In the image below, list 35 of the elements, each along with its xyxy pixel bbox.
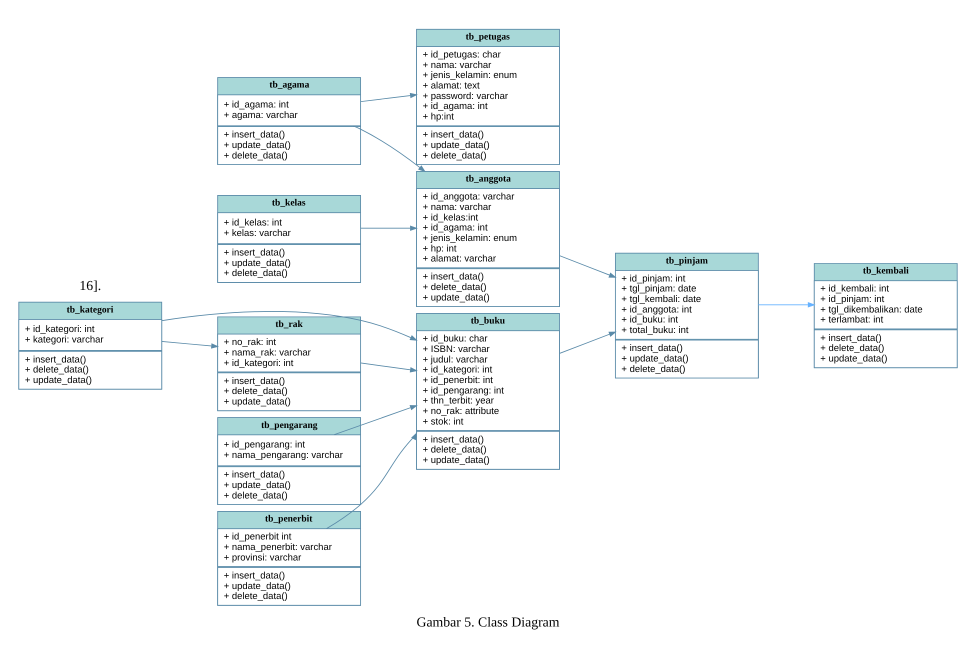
node-box: + insert_data() + update_data() + delete_data() bbox=[217, 244, 362, 283]
node-box: + insert_data() + update_data() + delete_data() bbox=[217, 566, 362, 606]
node-box: + id_kembali: int + id_pinjam: int + tgl_dikembalikan: date + terlambat: int bbox=[814, 280, 958, 330]
node-box: + insert_data() + delete_data() + update_data() bbox=[416, 268, 560, 307]
node-box: + id_pengarang: int + nama_pengarang: varchar bbox=[217, 434, 362, 466]
arrow bbox=[352, 125, 426, 172]
arrow bbox=[559, 332, 617, 354]
node-box: + id_penerbit int + nama_penerbit: varchar + provinsi: varchar bbox=[217, 528, 362, 567]
node-box: + no_rak: int + nama_rak: varchar + id_kategori: int bbox=[217, 334, 362, 372]
node-box: + insert_data() + delete_data() + update_data() bbox=[814, 329, 958, 368]
arrow bbox=[161, 341, 219, 349]
caption: Gambar 5. Class Diagram bbox=[416, 614, 560, 630]
node-box: + id_anggota: varchar + nama: varchar + id_kelas:int + id_agama: int + jenis_kelamin: enum + hp: int + alamat: varchar bbox=[416, 188, 560, 268]
arrow bbox=[161, 311, 418, 341]
node-box: + insert_data() + update_data() + delete_data() bbox=[217, 126, 362, 165]
node-box: + id_kategori: int + kategori: varchar bbox=[18, 319, 162, 351]
node-box: + id_buku: char + ISBN: varchar + judul: varchar + id_kategori: int + id_penerbit: int + id_pengarang: int + thn_terbit: year + no_rak: attribute + stok: int bbox=[416, 330, 560, 431]
node-box: + id_kelas: int + kelas: varchar bbox=[217, 212, 362, 244]
arrow bbox=[360, 362, 418, 373]
node-box: + insert_data() + delete_data() + update_data() bbox=[18, 350, 162, 390]
node-box: + insert_data() + update_data() + delete_data() bbox=[217, 466, 362, 505]
node-box: + insert_data() + update_data() + delete_data() bbox=[614, 340, 759, 378]
node-box: + insert_data() + delete_data() + update_data() bbox=[416, 430, 560, 470]
node-box: + id_petugas: char + nama: varchar + jenis_kelamin: enum + alamat: text + password: varchar + id_agama: int + hp:int bbox=[416, 46, 560, 126]
arrow bbox=[360, 92, 418, 102]
arrow bbox=[360, 225, 418, 231]
arrow bbox=[758, 302, 816, 308]
node-box: + id_pinjam: int + tgl_pinjam: date + tgl_kembali: date + id_anggota: int + id_buku: int + total_buku: int bbox=[614, 270, 759, 340]
node-box: + id_agama: int + agama: varchar bbox=[217, 94, 362, 126]
arrow bbox=[326, 432, 418, 530]
node-box: + insert_data() + delete_data() + update_data() bbox=[217, 372, 362, 412]
label: 16]. bbox=[79, 278, 102, 294]
arrow bbox=[559, 255, 617, 278]
arrow bbox=[334, 405, 418, 436]
node-box: + insert_data() + update_data() + delete_data() bbox=[416, 126, 560, 165]
